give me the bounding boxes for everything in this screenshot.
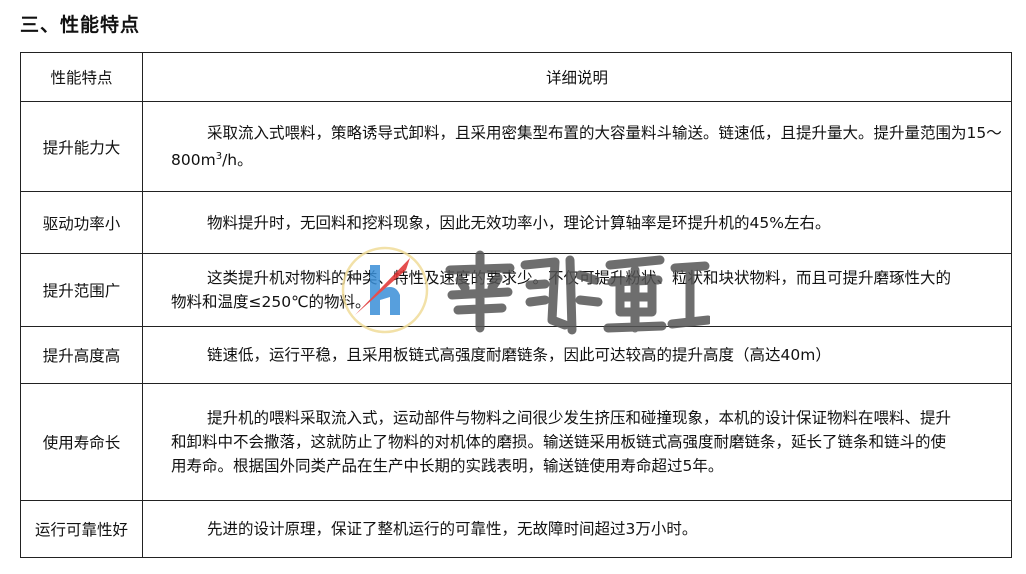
description-cell: 这类提升机对物料的种类、特性及速度的要求少。不仅可提升粉状、粒状和块状物料，而且…: [142, 253, 1012, 327]
description-text: 链速低，运行平稳，且采用板链式高强度耐磨链条，因此可达较高的提升高度（高达40m…: [207, 346, 831, 364]
table-row: 提升高度高 链速低，运行平稳，且采用板链式高强度耐磨链条，因此可达较高的提升高度…: [20, 326, 1012, 384]
description-cell: 采取流入式喂料，策略诱导式卸料，且采用密集型布置的大容量料斗输送。链速低，且提升…: [142, 101, 1012, 192]
description-text: 物料提升时，无回料和挖料现象，因此无效功率小，理论计算轴率是环提升机的45%左右…: [207, 213, 831, 232]
table-row: 使用寿命长 提升机的喂料采取流入式，运动部件与物料之间很少发生挤压和碰撞现象，本…: [20, 383, 1012, 501]
table-row: 运行可靠性好 先进的设计原理，保证了整机运行的可靠性，无故障时间超过3万小时。: [20, 500, 1012, 558]
description-cell: 物料提升时，无回料和挖料现象，因此无效功率小，理论计算轴率是环提升机的45%左右…: [142, 191, 1012, 254]
feature-cell: 运行可靠性好: [20, 500, 143, 558]
description-cell: 链速低，运行平稳，且采用板链式高强度耐磨链条，因此可达较高的提升高度（高达40m…: [142, 326, 1012, 384]
description-text: 采取流入式喂料，策略诱导式卸料，且采用密集型布置的大容量料斗输送。链速低，且提升…: [171, 123, 1002, 170]
description-cell: 先进的设计原理，保证了整机运行的可靠性，无故障时间超过3万小时。: [142, 500, 1012, 558]
description-text: 先进的设计原理，保证了整机运行的可靠性，无故障时间超过3万小时。: [207, 520, 698, 538]
feature-cell: 驱动功率小: [20, 191, 143, 254]
header-feature: 性能特点: [20, 52, 143, 102]
feature-cell: 提升高度高: [20, 326, 143, 384]
table-row: 提升范围广 这类提升机对物料的种类、特性及速度的要求少。不仅可提升粉状、粒状和块…: [20, 253, 1012, 327]
table-row: 驱动功率小 物料提升时，无回料和挖料现象，因此无效功率小，理论计算轴率是环提升机…: [20, 191, 1012, 254]
description-tail: /h。: [222, 151, 253, 170]
feature-cell: 提升能力大: [20, 101, 143, 192]
description-cell: 提升机的喂料采取流入式，运动部件与物料之间很少发生挤压和碰撞现象，本机的设计保证…: [142, 383, 1012, 501]
header-description: 详细说明: [142, 52, 1012, 102]
section-title: 三、性能特点: [20, 14, 141, 36]
table-header-row: 性能特点 详细说明: [20, 52, 1012, 102]
feature-cell: 使用寿命长: [20, 383, 143, 501]
superscript: 3: [215, 150, 223, 162]
description-text: 提升机的喂料采取流入式，运动部件与物料之间很少发生挤压和碰撞现象，本机的设计保证…: [171, 409, 952, 475]
feature-cell: 提升范围广: [20, 253, 143, 327]
features-table: 性能特点 详细说明 提升能力大 采取流入式喂料，策略诱导式卸料，且采用密集型布置…: [20, 52, 1012, 558]
description-text: 这类提升机对物料的种类、特性及速度的要求少。不仅可提升粉状、粒状和块状物料，而且…: [171, 269, 952, 311]
table-row: 提升能力大 采取流入式喂料，策略诱导式卸料，且采用密集型布置的大容量料斗输送。链…: [20, 101, 1012, 192]
